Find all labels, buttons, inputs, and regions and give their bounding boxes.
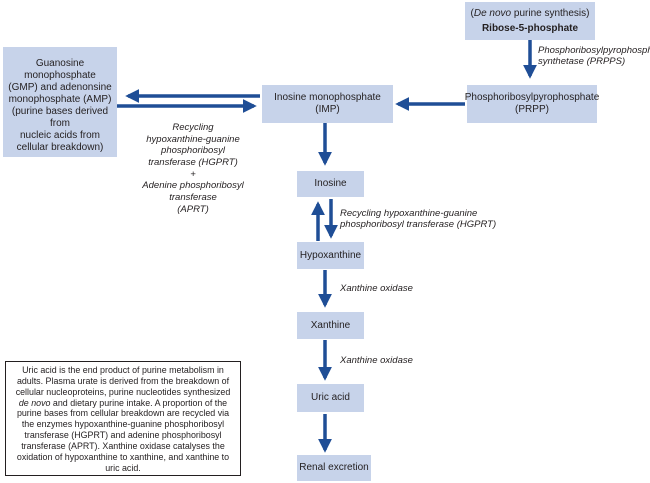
gmp-amp-line: Guanosine monophosphate bbox=[24, 58, 96, 81]
gmp-amp-line: (GMP) and adenonsine bbox=[8, 82, 112, 93]
prpps-line: Phosphoribosylpyrophosphate bbox=[538, 45, 650, 56]
de-novo-italic: De novo bbox=[473, 7, 512, 19]
xanthine-oxidase-label-2: Xanthine oxidase bbox=[340, 355, 413, 366]
hgprt-line: phosphoribosyl transferase (HGPRT) bbox=[340, 219, 497, 231]
imp-line: Inosine monophosphate bbox=[274, 92, 381, 103]
de-novo-suffix: purine synthesis) bbox=[511, 7, 590, 19]
note-text-1: Uric acid is the end product of purine m… bbox=[15, 365, 231, 397]
salvage-line: hypoxanthine-guanine bbox=[146, 133, 240, 145]
ribose-5-phosphate-label: Ribose-5-phosphate bbox=[481, 22, 579, 34]
gmp-amp-line: (purine bases derived from bbox=[11, 106, 109, 129]
inosine-label: Inosine bbox=[314, 178, 347, 189]
renal-excretion-box: Renal excretion bbox=[297, 455, 371, 481]
xanthine-oxidase-text: Xanthine oxidase bbox=[340, 355, 413, 366]
uric-acid-label: Uric acid bbox=[311, 392, 350, 403]
salvage-line: Recycling bbox=[172, 122, 214, 133]
prpp-line: Phosphoribosylpyrophosphate bbox=[464, 92, 600, 103]
imp-line: (IMP) bbox=[315, 104, 340, 115]
uric-acid-box: Uric acid bbox=[297, 384, 364, 412]
xanthine-oxidase-label-1: Xanthine oxidase bbox=[340, 283, 413, 294]
prpp-box: Phosphoribosylpyrophosphate (PRPP) bbox=[464, 85, 600, 123]
de-novo-open-paren: ( bbox=[470, 7, 474, 19]
prpp-line: (PRPP) bbox=[515, 104, 549, 115]
prpps-line: synthetase (PRPPS) bbox=[538, 56, 626, 68]
salvage-line: phosphoribosyl bbox=[161, 145, 225, 157]
xanthine-box: Xanthine bbox=[297, 312, 364, 339]
salvage-plus: + bbox=[190, 168, 196, 180]
prpps-enzyme-label: Phosphoribosylpyrophosphate synthetase (… bbox=[538, 45, 650, 68]
note-text-2: and dietary purine intake. A proportion … bbox=[16, 397, 230, 473]
explanatory-note: Uric acid is the end product of purine m… bbox=[5, 361, 241, 476]
salvage-line: transferase (HGPRT) bbox=[148, 157, 238, 169]
xanthine-label: Xanthine bbox=[310, 319, 351, 331]
hypoxanthine-label: Hypoxanthine bbox=[299, 249, 362, 261]
gmp-amp-line: monophosphate (AMP) bbox=[8, 94, 112, 105]
salvage-line: (APRT) bbox=[177, 203, 209, 215]
salvage-enzymes-label: Recycling hypoxanthine-guanine phosphori… bbox=[128, 122, 258, 215]
note-text-de-novo: de novo bbox=[18, 397, 51, 408]
hgprt-enzyme-label: Recycling hypoxanthine-guanine phosphori… bbox=[340, 208, 496, 231]
de-novo-label: (De novo purine synthesis) bbox=[471, 8, 590, 20]
gmp-amp-line: nucleic acids from bbox=[19, 130, 101, 141]
xanthine-oxidase-text: Xanthine oxidase bbox=[340, 283, 413, 294]
hgprt-line: Recycling hypoxanthine-guanine bbox=[340, 208, 478, 219]
gmp-amp-line: cellular breakdown) bbox=[16, 142, 104, 153]
renal-excretion-label: Renal excretion bbox=[299, 462, 369, 473]
hypoxanthine-box: Hypoxanthine bbox=[297, 242, 364, 269]
inosine-box: Inosine bbox=[297, 171, 364, 197]
salvage-line: transferase bbox=[169, 192, 217, 204]
ribose-5-phosphate-box: (De novo purine synthesis) Ribose-5-phos… bbox=[465, 2, 595, 40]
salvage-line: Adenine phosphoribosyl bbox=[142, 180, 244, 192]
gmp-amp-box: Guanosine monophosphate (GMP) and adenon… bbox=[3, 47, 117, 157]
imp-box: Inosine monophosphate (IMP) bbox=[262, 85, 393, 123]
